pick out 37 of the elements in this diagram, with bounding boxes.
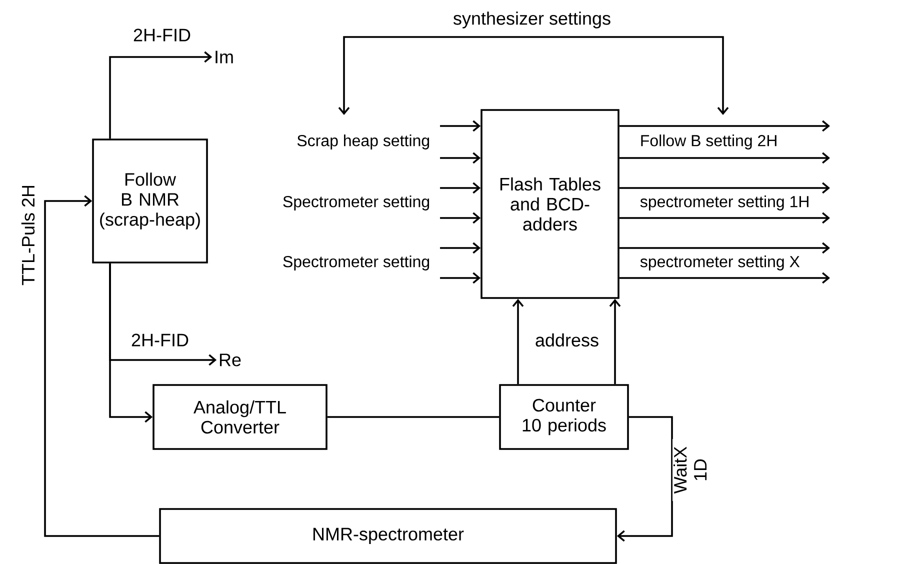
input-label: Spectrometer setting xyxy=(283,256,430,270)
arrow xyxy=(440,182,481,194)
edge-label: WaitX 1D xyxy=(672,439,708,501)
arrow xyxy=(44,195,160,537)
process-box: Flash Tables and BCD- adders xyxy=(480,109,620,299)
edge-label: TTL-Puls 2H xyxy=(20,183,36,286)
edge-label: address xyxy=(534,332,600,348)
arrow xyxy=(619,120,830,132)
signal-label: Re xyxy=(220,354,241,366)
arrow xyxy=(109,51,212,139)
output-label: spectrometer setting X xyxy=(640,256,800,270)
process-box: Counter 10 periods xyxy=(499,384,629,450)
signal-label: Im xyxy=(216,50,233,64)
arrow xyxy=(440,212,481,224)
signal-label: synthesizer settings xyxy=(453,12,610,28)
arrow xyxy=(440,152,481,164)
process-box: NMR-spectrometer xyxy=(159,508,617,564)
edge-label: 2H-FID xyxy=(132,28,192,42)
arrow xyxy=(619,212,830,224)
arrow xyxy=(609,298,621,384)
arrow xyxy=(619,242,830,254)
arrow xyxy=(616,416,673,542)
arrow xyxy=(619,272,830,284)
process-box: Follow B NMR (scrap-heap) xyxy=(92,138,208,264)
arrow xyxy=(619,182,830,194)
input-label: Spectrometer setting xyxy=(283,196,430,210)
arrow xyxy=(440,242,481,254)
output-label: Follow B setting 2H xyxy=(641,134,776,150)
input-label: Scrap heap setting xyxy=(297,134,430,150)
arrow xyxy=(619,152,830,164)
arrow xyxy=(512,298,524,384)
edge-label: 2H-FID xyxy=(130,332,190,348)
arrow xyxy=(440,120,481,132)
process-box: Analog/TTL Converter xyxy=(152,384,328,450)
output-label: spectrometer setting 1H xyxy=(640,196,808,210)
arrow xyxy=(109,263,153,423)
arrow xyxy=(440,272,481,284)
